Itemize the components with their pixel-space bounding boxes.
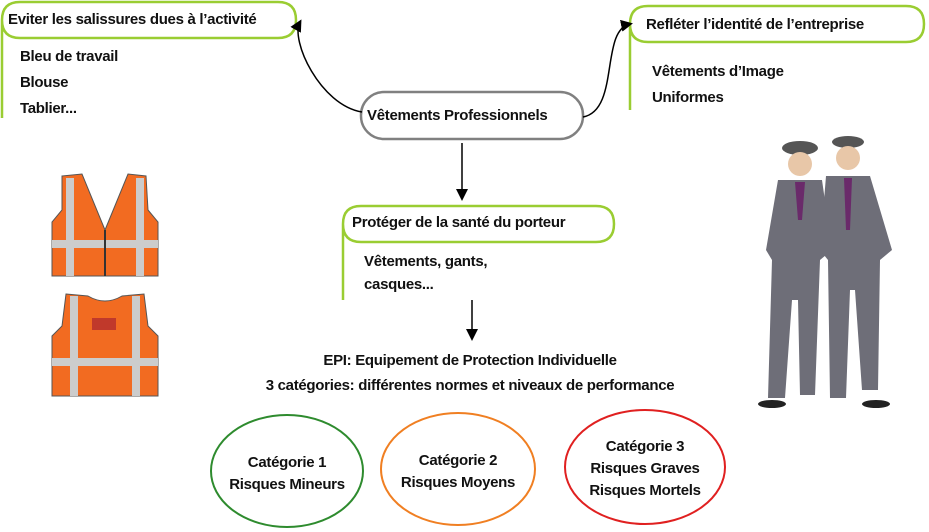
- category-2-ellipse: [380, 412, 536, 526]
- epi-subtitle: 3 catégories: différentes normes et nive…: [265, 377, 675, 394]
- category-1-name: Catégorie 1: [247, 454, 327, 471]
- category-3-risk: Risques Graves: [590, 460, 700, 477]
- connector-left: [290, 19, 363, 113]
- center-node-label: Vêtements Professionnels: [367, 107, 548, 124]
- bottom-branch-title: Protéger de la santé du porteur: [352, 214, 566, 231]
- uniform-people-image: [758, 136, 892, 408]
- bottom-item: Vêtements, gants,: [364, 253, 488, 270]
- category-2-label: Catégorie 2 Risques Moyens: [383, 450, 533, 494]
- bottom-branch-box: [341, 204, 616, 300]
- right-item: Vêtements d’Image: [652, 63, 784, 80]
- category-2-name: Catégorie 2: [418, 452, 498, 469]
- left-item: Bleu de travail: [20, 48, 119, 65]
- category-3-name: Catégorie 3: [605, 438, 685, 455]
- category-1-label: Catégorie 1 Risques Mineurs: [212, 452, 362, 496]
- left-item: Tablier...: [20, 100, 77, 117]
- category-3-label: Catégorie 3 Risques Graves Risques Morte…: [565, 436, 725, 502]
- right-item: Uniformes: [652, 89, 724, 106]
- vest-image-front: [51, 173, 159, 277]
- center-node-box: [359, 90, 585, 141]
- category-1-ellipse: [210, 414, 364, 528]
- left-item: Blouse: [20, 74, 69, 91]
- category-1-risk: Risques Mineurs: [229, 476, 345, 493]
- right-branch-title: Refléter l’identité de l’entreprise: [646, 16, 864, 33]
- vest-image-back: [51, 293, 159, 397]
- category-2-risk: Risques Moyens: [400, 474, 516, 491]
- bottom-item: casques...: [364, 276, 434, 293]
- right-branch-box: [628, 4, 926, 110]
- connector-right: [582, 19, 633, 118]
- left-branch-title: Eviter les salissures dues à l’activité: [8, 11, 257, 28]
- category-3-risk: Risques Mortels: [589, 482, 701, 499]
- category-3-ellipse: [564, 409, 726, 525]
- epi-title: EPI: Equipement de Protection Individuel…: [323, 352, 617, 369]
